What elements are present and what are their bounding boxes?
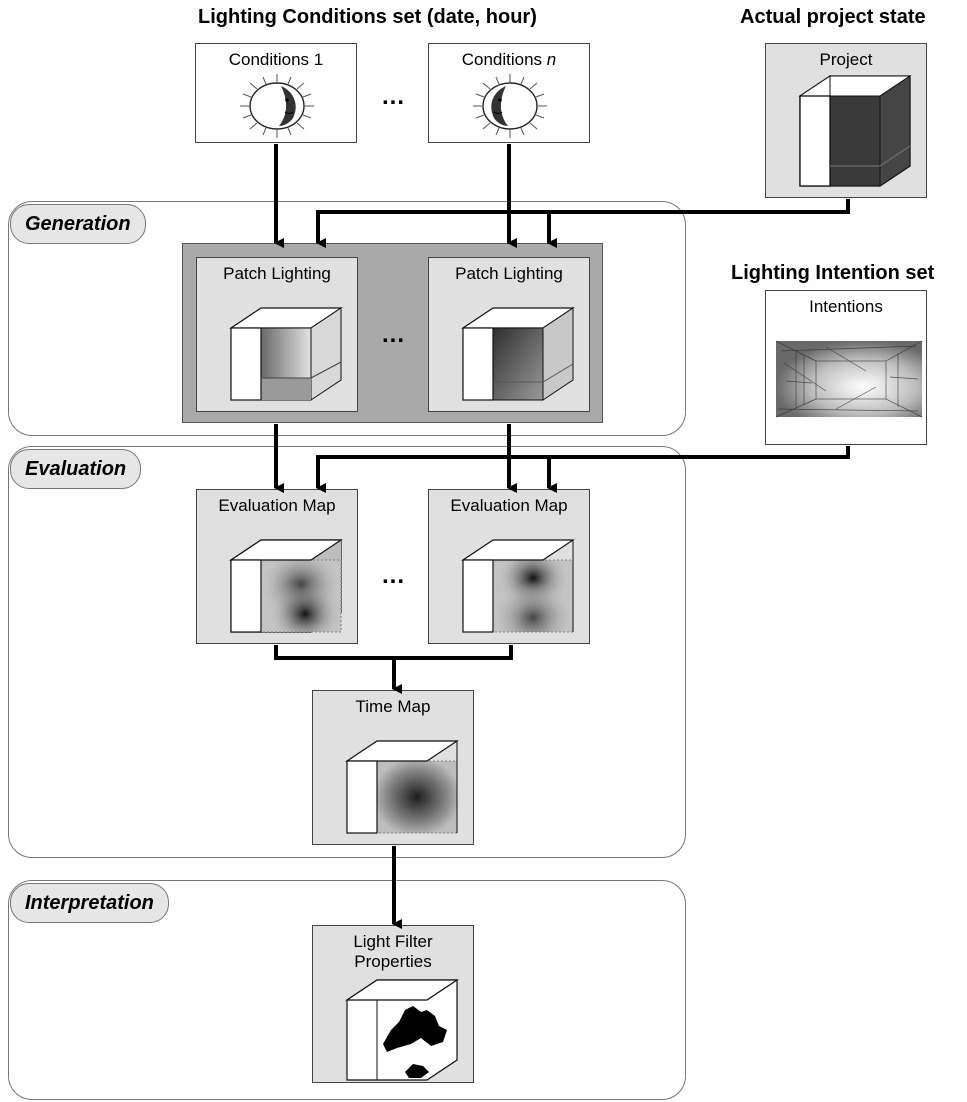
patch-lighting-1-card: Patch Lighting <box>196 257 358 412</box>
light-filter-properties-label: Light Filter Properties <box>353 932 433 971</box>
sun-icon <box>473 74 547 138</box>
patch-lighting-ellipsis: ... <box>382 321 406 348</box>
evaluation-map-1-label: Evaluation Map <box>218 496 336 515</box>
project-card: Project <box>765 43 927 198</box>
patch-lighting-cube-icon <box>229 307 343 401</box>
evaluation-map-cube-icon <box>229 539 343 633</box>
light-filter-cube-icon <box>345 979 459 1081</box>
evaluation-map-cube-icon <box>461 539 575 633</box>
evaluation-map-1-card: Evaluation Map <box>196 489 358 644</box>
light-filter-properties-card: Light Filter Properties <box>312 925 474 1083</box>
patch-lighting-n-card: Patch Lighting <box>428 257 590 412</box>
project-cube-icon <box>798 75 912 187</box>
conditions-n-card: Conditions n <box>428 43 590 143</box>
patch-lighting-n-label: Patch Lighting <box>455 264 563 283</box>
time-map-cube-icon <box>345 740 459 834</box>
intention-sketch-icon <box>775 340 923 418</box>
conditions-1-card: Conditions 1 <box>195 43 357 143</box>
intentions-label: Intentions <box>809 297 883 316</box>
intentions-card: Intentions <box>765 290 927 445</box>
conditions-set-heading: Lighting Conditions set (date, hour) <box>198 6 537 28</box>
project-label: Project <box>819 50 873 69</box>
conditions-ellipsis: ... <box>382 83 406 110</box>
patch-lighting-1-label: Patch Lighting <box>223 264 331 283</box>
patch-lighting-cube-icon <box>461 307 575 401</box>
sun-icon <box>240 74 314 138</box>
intention-set-heading: Lighting Intention set <box>731 262 935 284</box>
conditions-n-label: Conditions n <box>461 50 557 69</box>
evaluation-stage-tag: Evaluation <box>10 449 142 489</box>
time-map-card: Time Map <box>312 690 474 845</box>
generation-stage-tag: Generation <box>10 204 146 244</box>
conditions-1-label: Conditions 1 <box>228 50 324 69</box>
evaluation-map-ellipsis: ... <box>382 562 406 589</box>
evaluation-map-n-card: Evaluation Map <box>428 489 590 644</box>
project-state-heading: Actual project state <box>740 6 926 28</box>
evaluation-map-n-label: Evaluation Map <box>450 496 568 515</box>
time-map-label: Time Map <box>355 697 431 716</box>
interpretation-stage-tag: Interpretation <box>10 883 169 923</box>
